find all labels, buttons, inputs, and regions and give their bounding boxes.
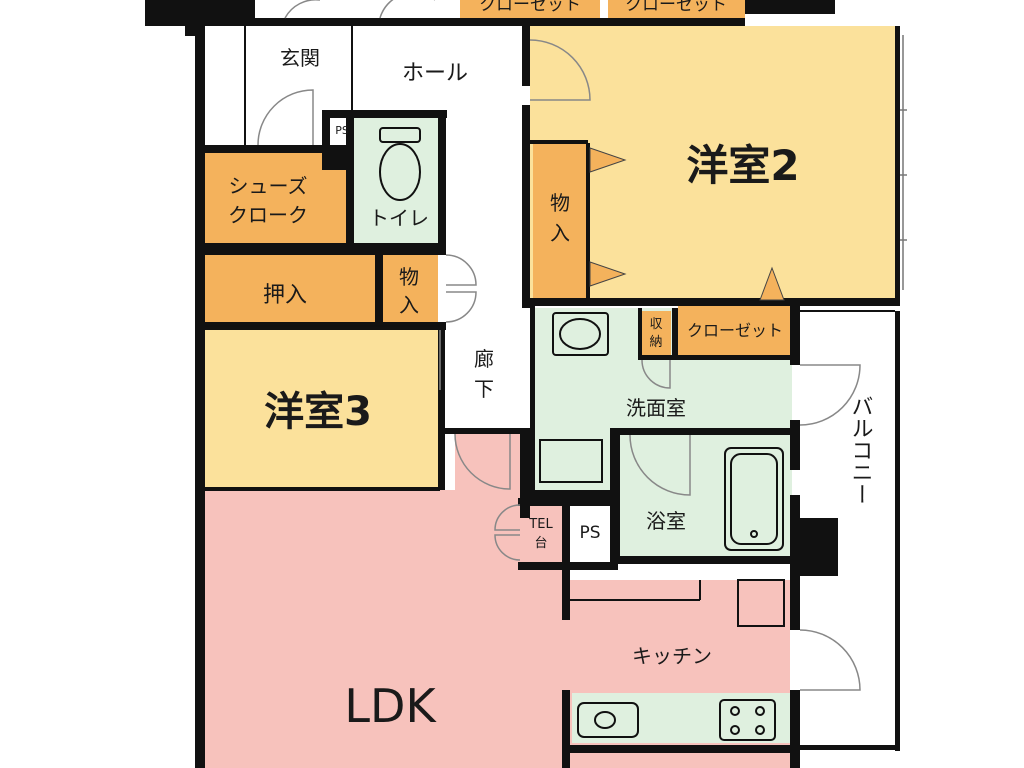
top-wall-block-right bbox=[745, 0, 835, 14]
washroom-label: 洗面室 bbox=[626, 396, 686, 420]
oshiire-label: 押入 bbox=[263, 283, 307, 308]
ldk-floor bbox=[205, 430, 790, 768]
oshiire bbox=[205, 255, 375, 325]
hanger-marks bbox=[589, 147, 785, 301]
ps-mid-label: PS bbox=[579, 523, 600, 543]
ps-top-label: PS bbox=[335, 124, 349, 137]
bathroom bbox=[620, 433, 792, 558]
kitchen-label: キッチン bbox=[632, 644, 712, 668]
storage-2 bbox=[533, 143, 588, 298]
corridor-label-a: 廊 bbox=[474, 347, 494, 371]
ldk-label: LDK bbox=[344, 679, 437, 733]
shuno bbox=[641, 311, 671, 355]
stove bbox=[719, 699, 776, 741]
western-2-label: 洋室2 bbox=[686, 141, 799, 190]
bathtub bbox=[724, 447, 784, 551]
shuno-label-a: 収 bbox=[649, 317, 662, 332]
storage-1 bbox=[383, 255, 438, 325]
storage-2-label-a: 物 bbox=[550, 191, 570, 215]
tel-label-a: TEL bbox=[528, 517, 553, 532]
top-partition bbox=[195, 18, 530, 26]
toilet-room bbox=[354, 118, 438, 243]
hall-label: ホール bbox=[402, 61, 468, 86]
washroom-lower bbox=[530, 433, 610, 493]
tel-label-b: 台 bbox=[534, 536, 547, 551]
closet-top-1-label: クローゼット bbox=[479, 0, 581, 15]
toilet-tank bbox=[379, 127, 421, 143]
bathtub-drain bbox=[750, 530, 758, 538]
storage-2-label-b: 入 bbox=[550, 221, 570, 245]
kitchen-counter bbox=[572, 693, 790, 743]
toilet-label: トイレ bbox=[369, 206, 429, 230]
kitchen-sink bbox=[577, 702, 639, 738]
windows-western-2 bbox=[900, 35, 907, 290]
storage-1-label-a: 物 bbox=[399, 265, 419, 289]
closet-mid bbox=[678, 305, 792, 355]
western-3-label: 洋室3 bbox=[264, 389, 372, 435]
top-door-swing-1 bbox=[284, 0, 320, 19]
closet-mid-label: クローゼット bbox=[687, 321, 783, 340]
labels: 玄関 ホール PS シューズ クローク トイレ 物 入 押入 洋室3 廊 下 洋… bbox=[228, 46, 873, 733]
storage-1-label-b: 入 bbox=[399, 293, 419, 317]
wash-basin-counter bbox=[552, 312, 609, 356]
washing-machine bbox=[539, 439, 603, 483]
shoe-closet-label-1: シューズ bbox=[229, 174, 308, 198]
walls bbox=[185, 26, 900, 768]
bathroom-label: 浴室 bbox=[646, 509, 686, 533]
thin-lines bbox=[205, 26, 895, 627]
corridor-label-b: 下 bbox=[474, 377, 494, 401]
door-swings bbox=[257, 39, 861, 691]
top-door-swing-2 bbox=[379, 0, 435, 19]
closet-top-2-label: クローゼット bbox=[625, 0, 727, 15]
bathtub-inner bbox=[730, 453, 778, 545]
top-partition-right bbox=[530, 18, 745, 26]
shoe-closet-label-2: クローク bbox=[228, 203, 308, 227]
shuno-label-b: 納 bbox=[649, 335, 662, 350]
entrance-label: 玄関 bbox=[280, 46, 320, 70]
wash-basin-sink bbox=[559, 318, 601, 350]
fixtures bbox=[379, 127, 784, 741]
toilet-bowl bbox=[379, 143, 421, 201]
closet-top-2 bbox=[608, 0, 745, 18]
western-room-3 bbox=[205, 330, 440, 490]
closet-top-1 bbox=[460, 0, 600, 18]
kitchen-sink-drain bbox=[594, 711, 616, 729]
balcony-label: バルコニー bbox=[848, 395, 873, 505]
